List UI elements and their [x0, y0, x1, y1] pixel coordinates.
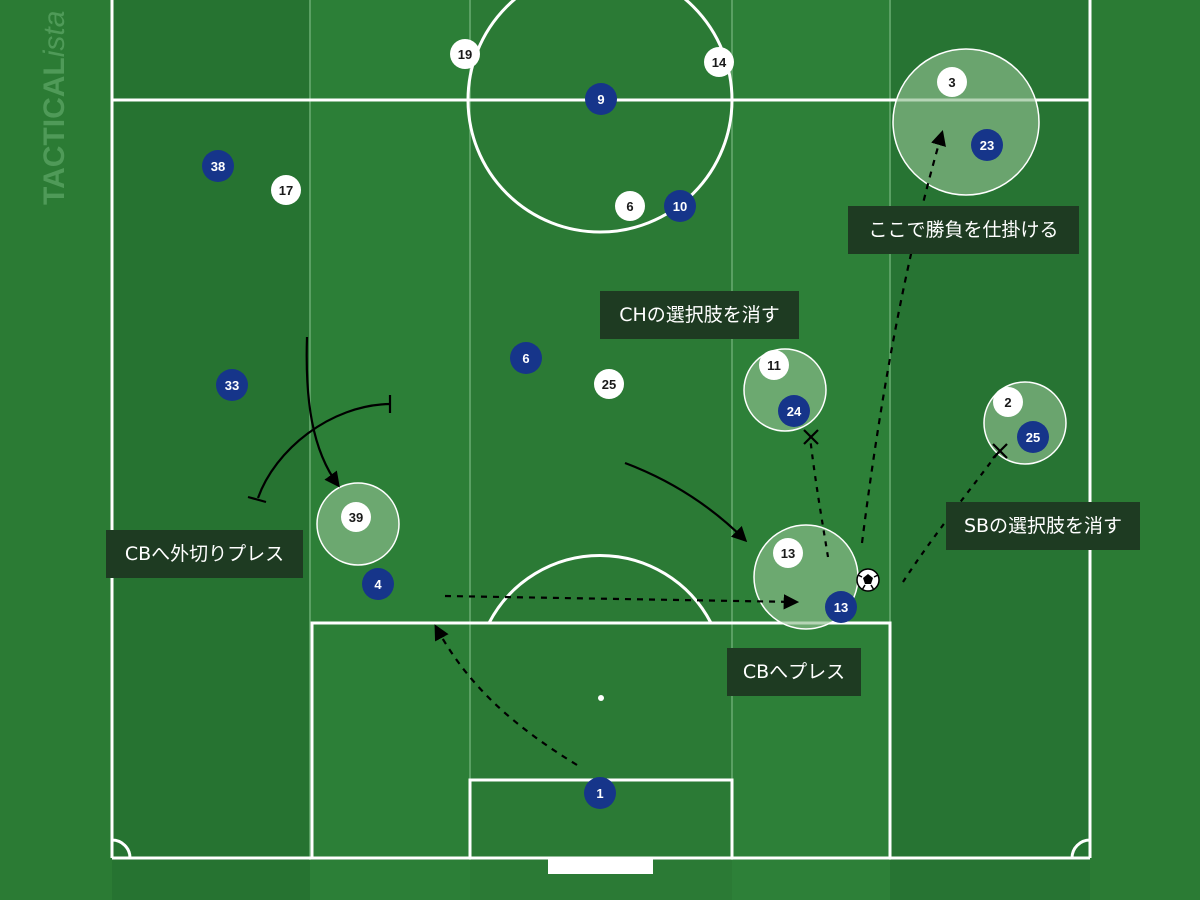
corner-arc-right [1070, 838, 1091, 859]
svg-text:2: 2 [1004, 395, 1011, 410]
svg-text:25: 25 [602, 377, 616, 392]
svg-text:14: 14 [712, 55, 727, 70]
press-arrow-cb [624, 461, 748, 543]
player-away-4: 4 [362, 568, 394, 600]
home-team: 19 14 3 17 6 25 11 2 39 13 [271, 39, 1023, 568]
player-home-39: 39 [341, 502, 371, 532]
svg-text:13: 13 [781, 546, 795, 561]
cross-mark-sb [992, 443, 1008, 459]
svg-text:19: 19 [458, 47, 472, 62]
player-home-25: 25 [594, 369, 624, 399]
player-away-25: 25 [1017, 421, 1049, 453]
block-end-bottom [247, 495, 267, 504]
player-home-17: 17 [271, 175, 301, 205]
press-run-cb [444, 594, 800, 610]
player-home-14: 14 [704, 47, 734, 77]
player-home-13: 13 [773, 538, 803, 568]
player-home-11: 11 [759, 350, 789, 380]
goal [548, 858, 653, 874]
zone-right-wing [892, 48, 1040, 196]
cross-mark-ch [803, 429, 819, 445]
svg-text:13: 13 [834, 600, 848, 615]
svg-text:10: 10 [673, 199, 687, 214]
blocked-pass-ch [808, 436, 830, 558]
label-decide-here: ここで勝負を仕掛ける [848, 206, 1079, 254]
player-home-2: 2 [993, 387, 1023, 417]
watermark-bold: TACTICAL [38, 57, 71, 205]
player-home-3: 3 [937, 67, 967, 97]
player-away-24: 24 [778, 395, 810, 427]
svg-text:38: 38 [211, 159, 225, 174]
player-away-33: 33 [216, 369, 248, 401]
svg-text:25: 25 [1026, 430, 1040, 445]
svg-text:17: 17 [279, 183, 293, 198]
penalty-spot [598, 695, 604, 701]
player-home-6: 6 [615, 191, 645, 221]
away-team: 9 23 38 10 6 33 24 25 4 13 1 [202, 83, 1049, 809]
press-arrow-outside [305, 336, 340, 488]
watermark-light: ista [38, 10, 71, 58]
svg-text:1: 1 [596, 786, 603, 801]
player-away-9: 9 [585, 83, 617, 115]
svg-text:11: 11 [767, 358, 781, 373]
svg-text:24: 24 [787, 404, 802, 419]
pass-arrow-right-wing [860, 130, 946, 544]
player-away-13: 13 [825, 591, 857, 623]
label-press-cb: CBへプレス [727, 648, 861, 696]
label-erase-sb: SBの選択肢を消す [946, 502, 1140, 550]
svg-text:23: 23 [980, 138, 994, 153]
watermark-logo: TACTICALista [38, 11, 72, 205]
player-away-23: 23 [971, 129, 1003, 161]
svg-text:3: 3 [948, 75, 955, 90]
svg-text:6: 6 [522, 351, 529, 366]
player-away-38: 38 [202, 150, 234, 182]
svg-text:9: 9 [597, 92, 604, 107]
gk-pass-arrow [434, 624, 578, 766]
player-away-1: 1 [584, 777, 616, 809]
svg-text:4: 4 [374, 577, 382, 592]
svg-text:6: 6 [626, 199, 633, 214]
svg-text:33: 33 [225, 378, 239, 393]
label-erase-ch: CHの選択肢を消す [600, 291, 799, 339]
penalty-arc [487, 553, 713, 624]
block-line [256, 402, 391, 499]
ball-icon [856, 568, 880, 592]
center-circle [466, 0, 734, 234]
player-away-10: 10 [664, 190, 696, 222]
player-away-6: 6 [510, 342, 542, 374]
label-press-cb-outside: CBへ外切りプレス [106, 530, 303, 578]
corner-arc-left [111, 838, 132, 859]
player-home-19: 19 [450, 39, 480, 69]
svg-text:39: 39 [349, 510, 363, 525]
